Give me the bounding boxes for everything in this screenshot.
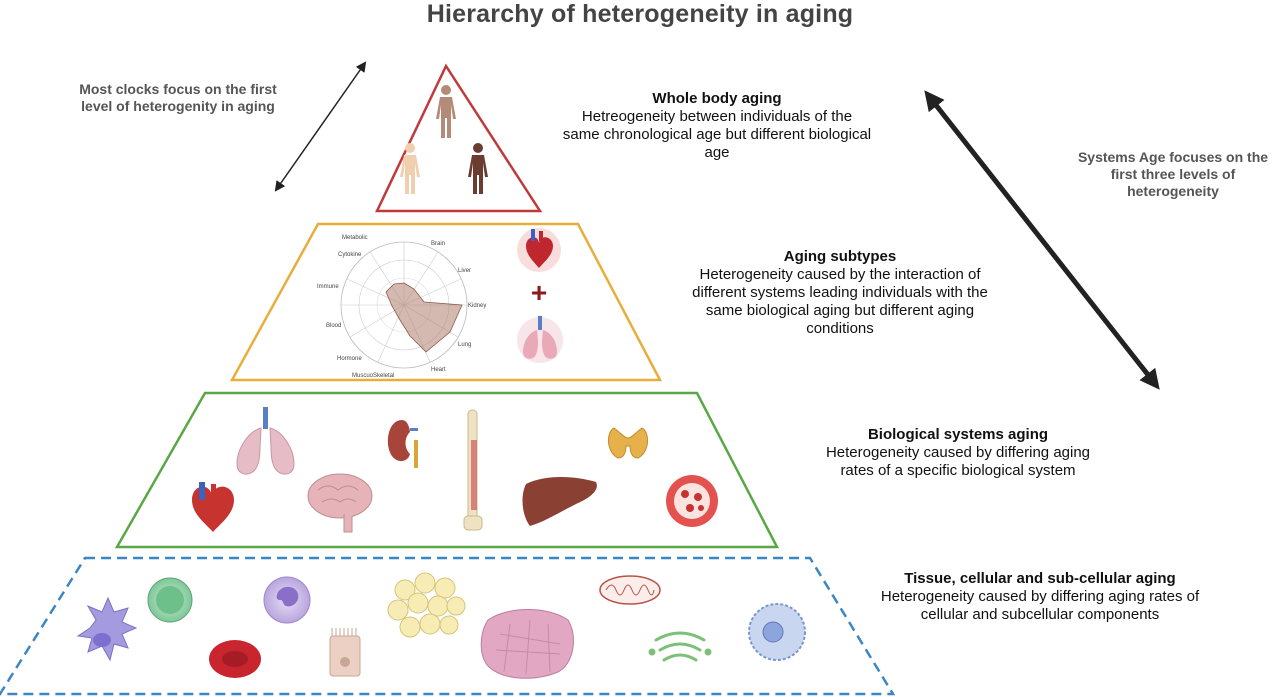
- radar-axis-label: Immune: [317, 284, 339, 290]
- level-1-text: Whole body aging Hetreogeneity between i…: [562, 90, 872, 162]
- level-1-title: Whole body aging: [652, 90, 782, 107]
- heart-icon: [517, 228, 561, 272]
- radar-axis-label: Blood: [326, 323, 341, 329]
- human-figure-icon: [436, 85, 456, 138]
- heart-icon: [192, 482, 234, 532]
- level-3-description: Heterogeneity caused by differing aging …: [825, 444, 1091, 479]
- neutrophil-icon: [263, 576, 311, 624]
- cell-icon: [748, 603, 806, 661]
- dendritic-cell-icon: [76, 596, 138, 662]
- human-figure-icon: [468, 143, 488, 194]
- level-2-title: Aging subtypes: [783, 248, 897, 265]
- level-4-description: Heterogeneity caused by differing aging …: [880, 588, 1200, 623]
- blood-vessel-icon: [666, 475, 718, 527]
- mitochondria-icon: [599, 575, 661, 605]
- level-1-description: Hetreogeneity between individuals of the…: [562, 108, 872, 161]
- level-3-trapezoid: [114, 391, 780, 549]
- level-4-text: Tissue, cellular and sub-cellular aging …: [870, 570, 1210, 624]
- right-double-arrow: [924, 90, 1160, 390]
- lymphocyte-icon: [147, 577, 193, 623]
- level-2-trapezoid: [229, 222, 663, 382]
- brain-icon: [307, 473, 373, 533]
- radar-axis-label: Hormone: [337, 356, 362, 362]
- radar-axis-label: MuscuoSkeletal: [352, 373, 394, 379]
- human-figure-icon: [400, 143, 420, 194]
- radar-axis-label: Lung: [458, 342, 471, 348]
- lungs-icon: [236, 407, 295, 475]
- level-1-triangle: [375, 63, 543, 213]
- thyroid-icon: [608, 427, 648, 459]
- radar-axis-label: Cytokine: [338, 252, 362, 258]
- left-double-arrow: [274, 61, 367, 192]
- level-2-description: Heterogeneity caused by the interaction …: [692, 266, 988, 337]
- level-3-title: Biological systems aging: [867, 426, 1049, 443]
- radar-axis-label: Kidney: [468, 303, 486, 309]
- radar-chart: Metabolic Brain Liver Kidney Lung Heart …: [317, 235, 486, 379]
- leg-bone-icon: [463, 409, 483, 531]
- level-2-text: Aging subtypes Heterogeneity caused by t…: [675, 248, 1005, 338]
- red-blood-cell-icon: [209, 640, 261, 678]
- radar-axis-label: Metabolic: [342, 235, 368, 241]
- left-note: Most clocks focus on the first level of …: [79, 81, 277, 114]
- radar-axis-label: Heart: [431, 367, 446, 373]
- diagram-title: Hierarchy of heterogeneity in aging: [426, 0, 854, 28]
- liver-icon: [522, 477, 597, 526]
- golgi-icon: [648, 631, 712, 662]
- plus-sign: +: [531, 277, 547, 308]
- muscle-tissue-icon: [480, 609, 574, 679]
- level-3-text: Biological systems aging Heterogeneity c…: [808, 426, 1108, 480]
- kidney-icon: [387, 420, 418, 468]
- level-4-title: Tissue, cellular and sub-cellular aging: [904, 570, 1176, 587]
- radar-axis-label: Liver: [458, 268, 471, 274]
- radar-axis-label: Brain: [431, 241, 445, 247]
- lungs-icon: [517, 316, 563, 363]
- epithelial-cell-icon: [329, 628, 361, 677]
- level-4-trapezoid: [0, 556, 896, 696]
- adipocyte-icon: [387, 572, 466, 638]
